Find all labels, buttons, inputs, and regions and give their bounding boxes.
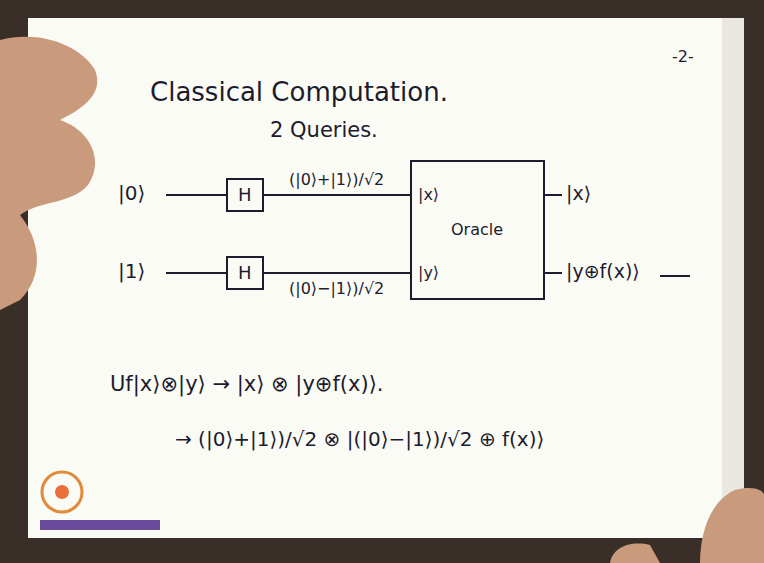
port-label: |y⟩: [418, 264, 439, 282]
input-wire: [166, 272, 226, 274]
state-label: (|0⟩+|1⟩)/√2: [287, 171, 386, 189]
gate-label: H: [238, 185, 252, 206]
page-title: Classical Computation.: [150, 78, 448, 108]
qubit-wire: [264, 272, 410, 274]
qubit-wire: [264, 194, 410, 196]
input-state: |0⟩: [118, 182, 145, 205]
equation: → (|0⟩+|1⟩)/√2 ⊗ |(|0⟩−|1⟩)/√2 ⊕ f(x)⟩: [175, 428, 544, 451]
finger: [610, 544, 660, 563]
box-title: Oracle: [451, 221, 503, 239]
output-wire: [545, 272, 562, 274]
subtitle: 2 Queries.: [270, 118, 378, 142]
paper-edge: [722, 18, 744, 538]
gate-label: H: [238, 263, 252, 284]
logo-bar: [40, 520, 160, 530]
oracle-box: |x⟩ Oracle |y⟩: [410, 160, 545, 300]
logo-core: [55, 485, 69, 499]
hand-right: [700, 488, 764, 563]
gate-box: H: [226, 178, 264, 212]
output-dash: [660, 275, 690, 277]
output-wire: [545, 194, 562, 196]
output-state: |x⟩: [566, 183, 591, 205]
output-state: |y⊕f(x)⟩: [566, 261, 640, 283]
port-label: |x⟩: [418, 186, 439, 204]
equation: Uf|x⟩⊗|y⟩ → |x⟩ ⊗ |y⊕f(x)⟩.: [110, 372, 384, 396]
page-number: -2-: [672, 48, 694, 66]
state-label: (|0⟩−|1⟩)/√2: [287, 280, 386, 298]
input-wire: [166, 194, 226, 196]
gate-box: H: [226, 256, 264, 290]
input-state: |1⟩: [118, 260, 145, 283]
hand-left: [0, 37, 97, 310]
paper-sheet: [28, 18, 744, 538]
logo-ring: [42, 472, 82, 512]
